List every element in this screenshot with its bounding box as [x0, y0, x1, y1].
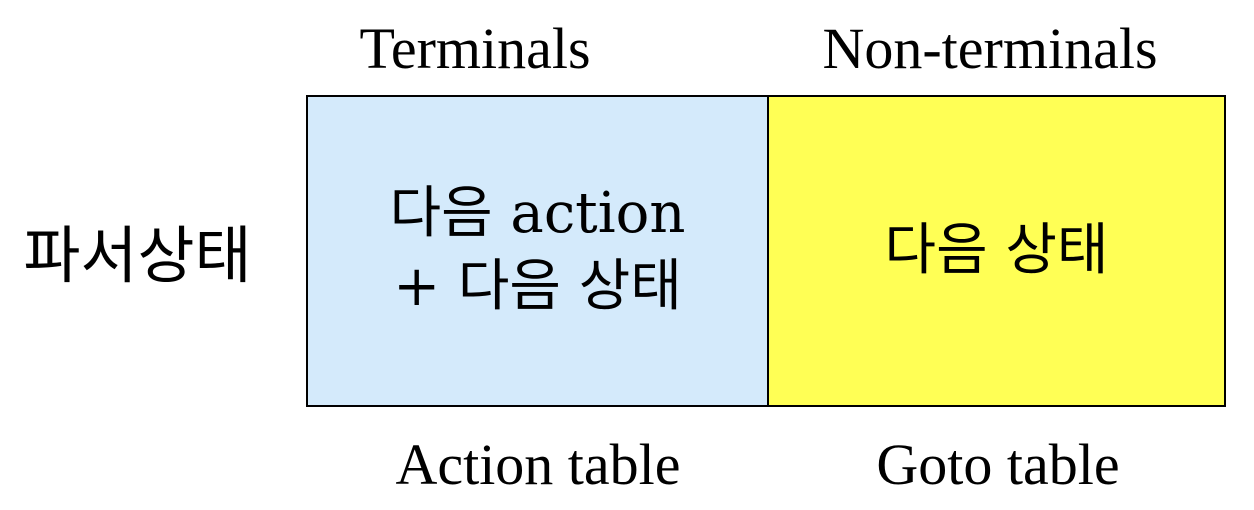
- action-table-cell: 다음 action + 다음 상태: [308, 97, 769, 405]
- non-terminals-header: Non-terminals: [822, 16, 1158, 81]
- goto-cell-text: 다음 상태: [884, 217, 1109, 283]
- parse-table: 다음 action + 다음 상태 다음 상태: [306, 95, 1226, 407]
- goto-table-caption: Goto table: [876, 432, 1120, 497]
- action-cell-line-1: 다음 action: [389, 181, 686, 247]
- action-cell-line-2: + 다음 상태: [393, 254, 682, 319]
- action-table-caption: Action table: [395, 432, 681, 497]
- parser-state-row-label: 파서상태: [23, 219, 252, 292]
- terminals-header: Terminals: [359, 16, 591, 81]
- goto-table-cell: 다음 상태: [769, 97, 1224, 405]
